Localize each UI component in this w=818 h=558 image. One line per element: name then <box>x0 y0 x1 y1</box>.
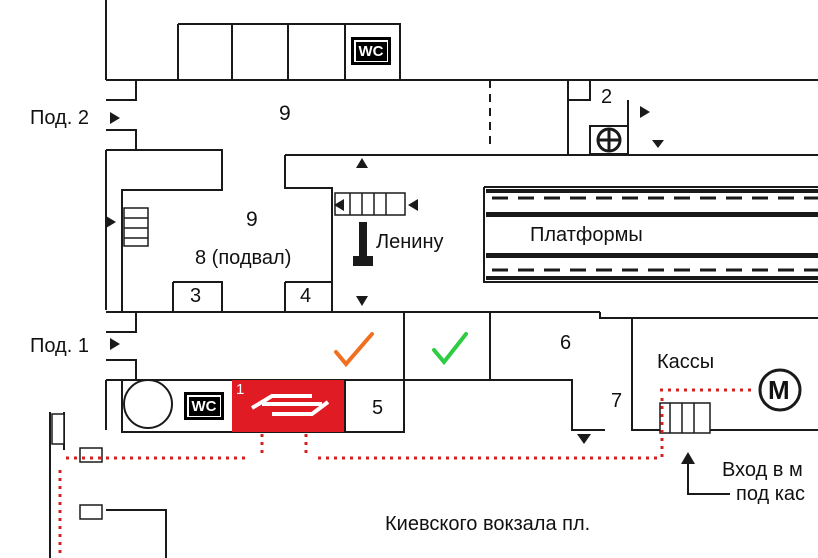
entrance-1-label: Под. 1 <box>30 335 89 357</box>
rail-room-number: 1 <box>236 381 245 398</box>
metro-entrance-label-1: Вход в м <box>722 459 803 481</box>
room-2-label: 2 <box>601 86 613 108</box>
tickets-label: Кассы <box>657 351 715 373</box>
hall-9-top-label: 9 <box>279 102 291 125</box>
check-orange-icon <box>334 332 374 368</box>
lenin-label: Ленину <box>376 231 444 253</box>
platform-tracks <box>486 189 818 280</box>
direction-arrows <box>106 106 695 464</box>
room-3-label: 3 <box>190 285 202 307</box>
stairs <box>51 192 711 520</box>
metro-entrance-label-2: под кас <box>736 483 806 505</box>
rail-room-1 <box>232 380 344 432</box>
square-label: Киевского вокзала пл. <box>385 513 591 535</box>
basement-label: 8 (подвал) <box>195 247 292 269</box>
room-6-label: 6 <box>560 332 572 354</box>
rail-logo-icon <box>250 394 330 416</box>
metro-icon <box>758 368 802 412</box>
room-5-label: 5 <box>372 397 384 419</box>
wc-bottom-label: WC <box>188 396 220 416</box>
wc-top-icon: WC <box>351 37 391 65</box>
platforms-label: Платформы <box>530 224 643 246</box>
round-structure <box>123 379 173 429</box>
check-green-icon <box>432 332 468 366</box>
metro-pointer-line <box>687 464 730 495</box>
lenin-monument-icon <box>353 222 373 266</box>
room-4-label: 4 <box>300 285 312 307</box>
route-to-metro <box>58 388 752 558</box>
medical-cross-icon <box>589 125 629 155</box>
wc-bottom-icon: WC <box>184 392 224 420</box>
metro-letter: M <box>768 375 790 405</box>
room-7-label: 7 <box>611 390 623 412</box>
entrance-2-label: Под. 2 <box>30 107 89 129</box>
wc-top-label: WC <box>355 41 387 61</box>
hall-9-mid-label: 9 <box>246 208 258 231</box>
